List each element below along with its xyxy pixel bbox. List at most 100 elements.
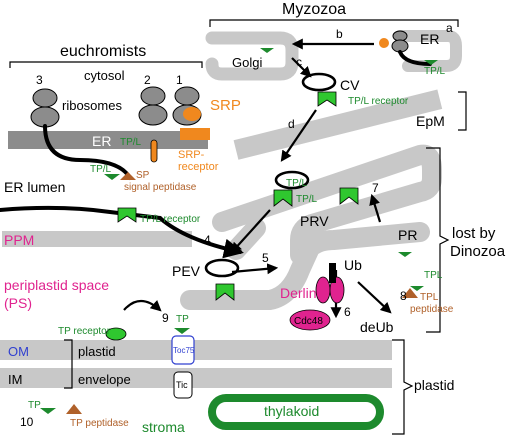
arrow-8 xyxy=(357,281,392,314)
ribosomes-label: ribosomes xyxy=(62,98,122,113)
chain-to-pev xyxy=(158,216,244,259)
membranes xyxy=(0,30,462,430)
ub-label: Ub xyxy=(344,257,362,273)
plastid-envelope-label-2: envelope xyxy=(78,372,131,387)
tpl-label: TPL xyxy=(424,270,443,281)
inner-membrane xyxy=(0,368,392,388)
brackets xyxy=(9,19,467,435)
srp-receptor xyxy=(180,128,210,140)
tp-l-signal-er xyxy=(104,174,120,180)
ribosome-2-bottom xyxy=(138,104,168,126)
chain-er-lumen xyxy=(0,205,162,220)
step-1-label: 1 xyxy=(176,73,183,87)
arrow-d xyxy=(280,109,317,162)
tp-l-label-myzozoa: TP/L xyxy=(424,66,446,77)
chain-myzozoa-er xyxy=(398,50,432,66)
tp-label-stroma: TP xyxy=(28,400,41,411)
om-label: OM xyxy=(8,344,29,359)
tp-label-toc: TP xyxy=(176,314,189,325)
tp-l-receptor-prv-1 xyxy=(273,189,293,207)
pev-loop xyxy=(204,258,240,278)
step-b-label: b xyxy=(336,27,343,41)
tp-peptidase xyxy=(66,404,82,414)
plastid-bracket-label: plastid xyxy=(414,377,454,393)
tp-receptor xyxy=(105,327,127,341)
stroma-label: stroma xyxy=(142,419,185,435)
ribosomes xyxy=(30,30,409,128)
derlin-right xyxy=(329,276,345,304)
cdc48 xyxy=(289,309,331,331)
er-label-top: ER xyxy=(420,31,439,47)
tp-l-signal-pr xyxy=(398,252,412,257)
er-lumen-label: ER lumen xyxy=(4,179,65,195)
lost-by-dinozoa-bracket xyxy=(426,147,450,333)
step-8-label: 8 xyxy=(400,289,407,303)
tp-l-receptor-pev xyxy=(215,283,235,301)
step-9-label: 9 xyxy=(162,311,169,325)
ribosome-1-top xyxy=(174,86,200,106)
ribosome-2-top xyxy=(140,86,166,106)
arrow-4 xyxy=(230,209,271,254)
tp-l-signal-golgi xyxy=(260,48,274,53)
myzozoa-label: Myzozoa xyxy=(282,1,346,18)
step-5-label: 5 xyxy=(262,251,269,265)
step-6-label: 6 xyxy=(344,305,351,319)
tp-l-receptor-label-cv: TP/L receptor xyxy=(348,96,409,107)
outer-membrane xyxy=(0,340,392,360)
tp-l-receptor-er-lumen xyxy=(117,207,137,223)
pev-tubule xyxy=(180,222,430,310)
srp-complex xyxy=(150,38,389,163)
tic-channel xyxy=(173,371,193,399)
transport-arrows xyxy=(123,38,392,319)
step-7-label: 7 xyxy=(372,181,379,195)
tp-l-signal-myzozoa xyxy=(424,60,438,65)
erad-machinery xyxy=(289,263,345,331)
derlin-label: Derlin xyxy=(280,285,317,301)
tp-receptor-label: TP receptor xyxy=(58,326,111,337)
toc75-label: Toc75 xyxy=(173,346,195,355)
lost-by-label-1: lost by xyxy=(452,225,496,242)
tpl-peptidase-label-2: peptidase xyxy=(410,304,454,315)
signal-peptidase xyxy=(120,172,136,180)
peptidases xyxy=(66,172,418,414)
golgi-membrane xyxy=(205,31,299,81)
tp-l-label-er-membrane: TP/L xyxy=(120,137,142,148)
tp-signal xyxy=(174,328,190,334)
translocons xyxy=(105,327,195,399)
derlin-left xyxy=(315,276,331,304)
signal-peptidase-label: signal peptidase xyxy=(124,182,197,193)
pev-label: PEV xyxy=(172,263,201,279)
srp-receptor-label-1: SRP- xyxy=(178,149,205,161)
epm-label: EpM xyxy=(416,113,445,129)
er-membrane xyxy=(8,131,208,149)
euchromists-bracket xyxy=(9,61,203,68)
step-2-label: 2 xyxy=(144,73,151,87)
tp-signal-stroma xyxy=(40,408,56,414)
prv-tubule xyxy=(212,144,442,265)
prv-label: PRV xyxy=(300,213,329,229)
step-4-label: 4 xyxy=(204,233,211,247)
step-a-label: a xyxy=(446,21,453,35)
tp-l-label-prv-2: TP/L xyxy=(296,194,318,205)
signal-peptides xyxy=(40,48,438,414)
tp-l-receptor-prv-2 xyxy=(339,187,359,205)
cytosol-label: cytosol xyxy=(84,68,125,83)
arrow-c xyxy=(291,57,312,78)
lost-by-label-2: Dinozoa xyxy=(450,243,506,260)
step-3-label: 3 xyxy=(36,73,43,87)
golgi-label: Golgi xyxy=(232,55,262,70)
om-im-bracket xyxy=(64,339,73,389)
tp-l-label-prv-1: TP/L xyxy=(286,178,308,189)
tpl-peptidase xyxy=(402,288,418,298)
step-10-label: 10 xyxy=(20,415,34,429)
myzozoa-side-bracket xyxy=(458,91,467,131)
tpl-peptidase-label-1: TPL xyxy=(420,292,439,303)
myzozoa-bracket xyxy=(209,19,459,27)
srp-receptor-label-2: receptor xyxy=(178,161,219,173)
thylakoid-label: thylakoid xyxy=(264,403,319,419)
toc75-channel xyxy=(171,335,195,365)
tp-l-receptor-label-er: TP/L receptor xyxy=(140,214,201,225)
euchromists-label: euchromists xyxy=(60,43,146,60)
plastid-bracket xyxy=(392,339,414,435)
arrow-7 xyxy=(369,193,382,223)
